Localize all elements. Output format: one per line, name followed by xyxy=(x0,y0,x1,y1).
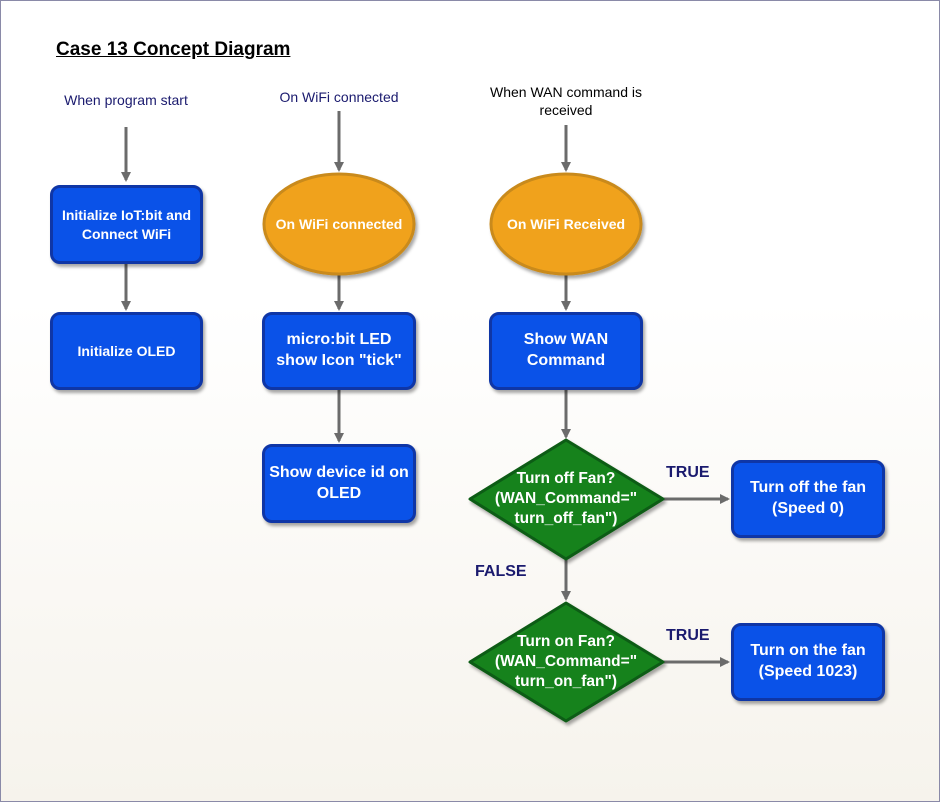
box-turn-off-fan-label: Turn off the fan (Speed 0) xyxy=(749,479,867,517)
diamond-turn-on-fan xyxy=(468,601,665,723)
box-init-oled-label: Initialize OLED xyxy=(77,342,176,359)
box-show-wan-command-label: Show WAN Command xyxy=(523,331,609,369)
oval-wifi-connected-label: On WiFi connected xyxy=(275,215,403,232)
diamond-turn-on-label: Turn on Fan? (WAN_Command=" turn_on_fan"… xyxy=(494,632,638,691)
box-led-tick-label: micro:bit LED show Icon "tick" xyxy=(276,331,402,369)
box-init-iot-label: Initialize IoT:bit and Connect WiFi xyxy=(61,207,192,242)
box-init-iot: Initialize IoT:bit and Connect WiFi xyxy=(50,185,203,264)
diagram-title: Case 13 Concept Diagram xyxy=(56,39,291,60)
oval-wifi-received-label: On WiFi Received xyxy=(506,215,626,232)
box-led-tick: micro:bit LED show Icon "tick" xyxy=(262,312,416,390)
oval-on-wifi-received xyxy=(489,172,643,276)
edge-label-on-true: TRUE xyxy=(666,627,710,644)
box-show-device-id: Show device id on OLED xyxy=(262,444,416,523)
diamond-turn-off-fan xyxy=(468,438,665,561)
edge-label-off-true: TRUE xyxy=(666,464,710,481)
box-turn-off-fan: Turn off the fan (Speed 0) xyxy=(731,460,885,538)
trigger-wifi-connected: On WiFi connected xyxy=(279,89,399,105)
trigger-program-start: When program start xyxy=(64,92,188,108)
diamond-turn-off-label: Turn off Fan? (WAN_Command=" turn_off_fa… xyxy=(494,469,638,528)
box-turn-on-fan-label: Turn on the fan (Speed 1023) xyxy=(750,642,866,680)
box-show-wan-command: Show WAN Command xyxy=(489,312,643,390)
trigger-wan-received: When WAN command is received xyxy=(490,84,642,119)
box-init-oled: Initialize OLED xyxy=(50,312,203,390)
oval-on-wifi-connected xyxy=(262,172,416,276)
box-show-device-id-label: Show device id on OLED xyxy=(269,463,409,502)
box-turn-on-fan: Turn on the fan (Speed 1023) xyxy=(731,623,885,701)
edge-label-off-false: FALSE xyxy=(475,563,527,580)
